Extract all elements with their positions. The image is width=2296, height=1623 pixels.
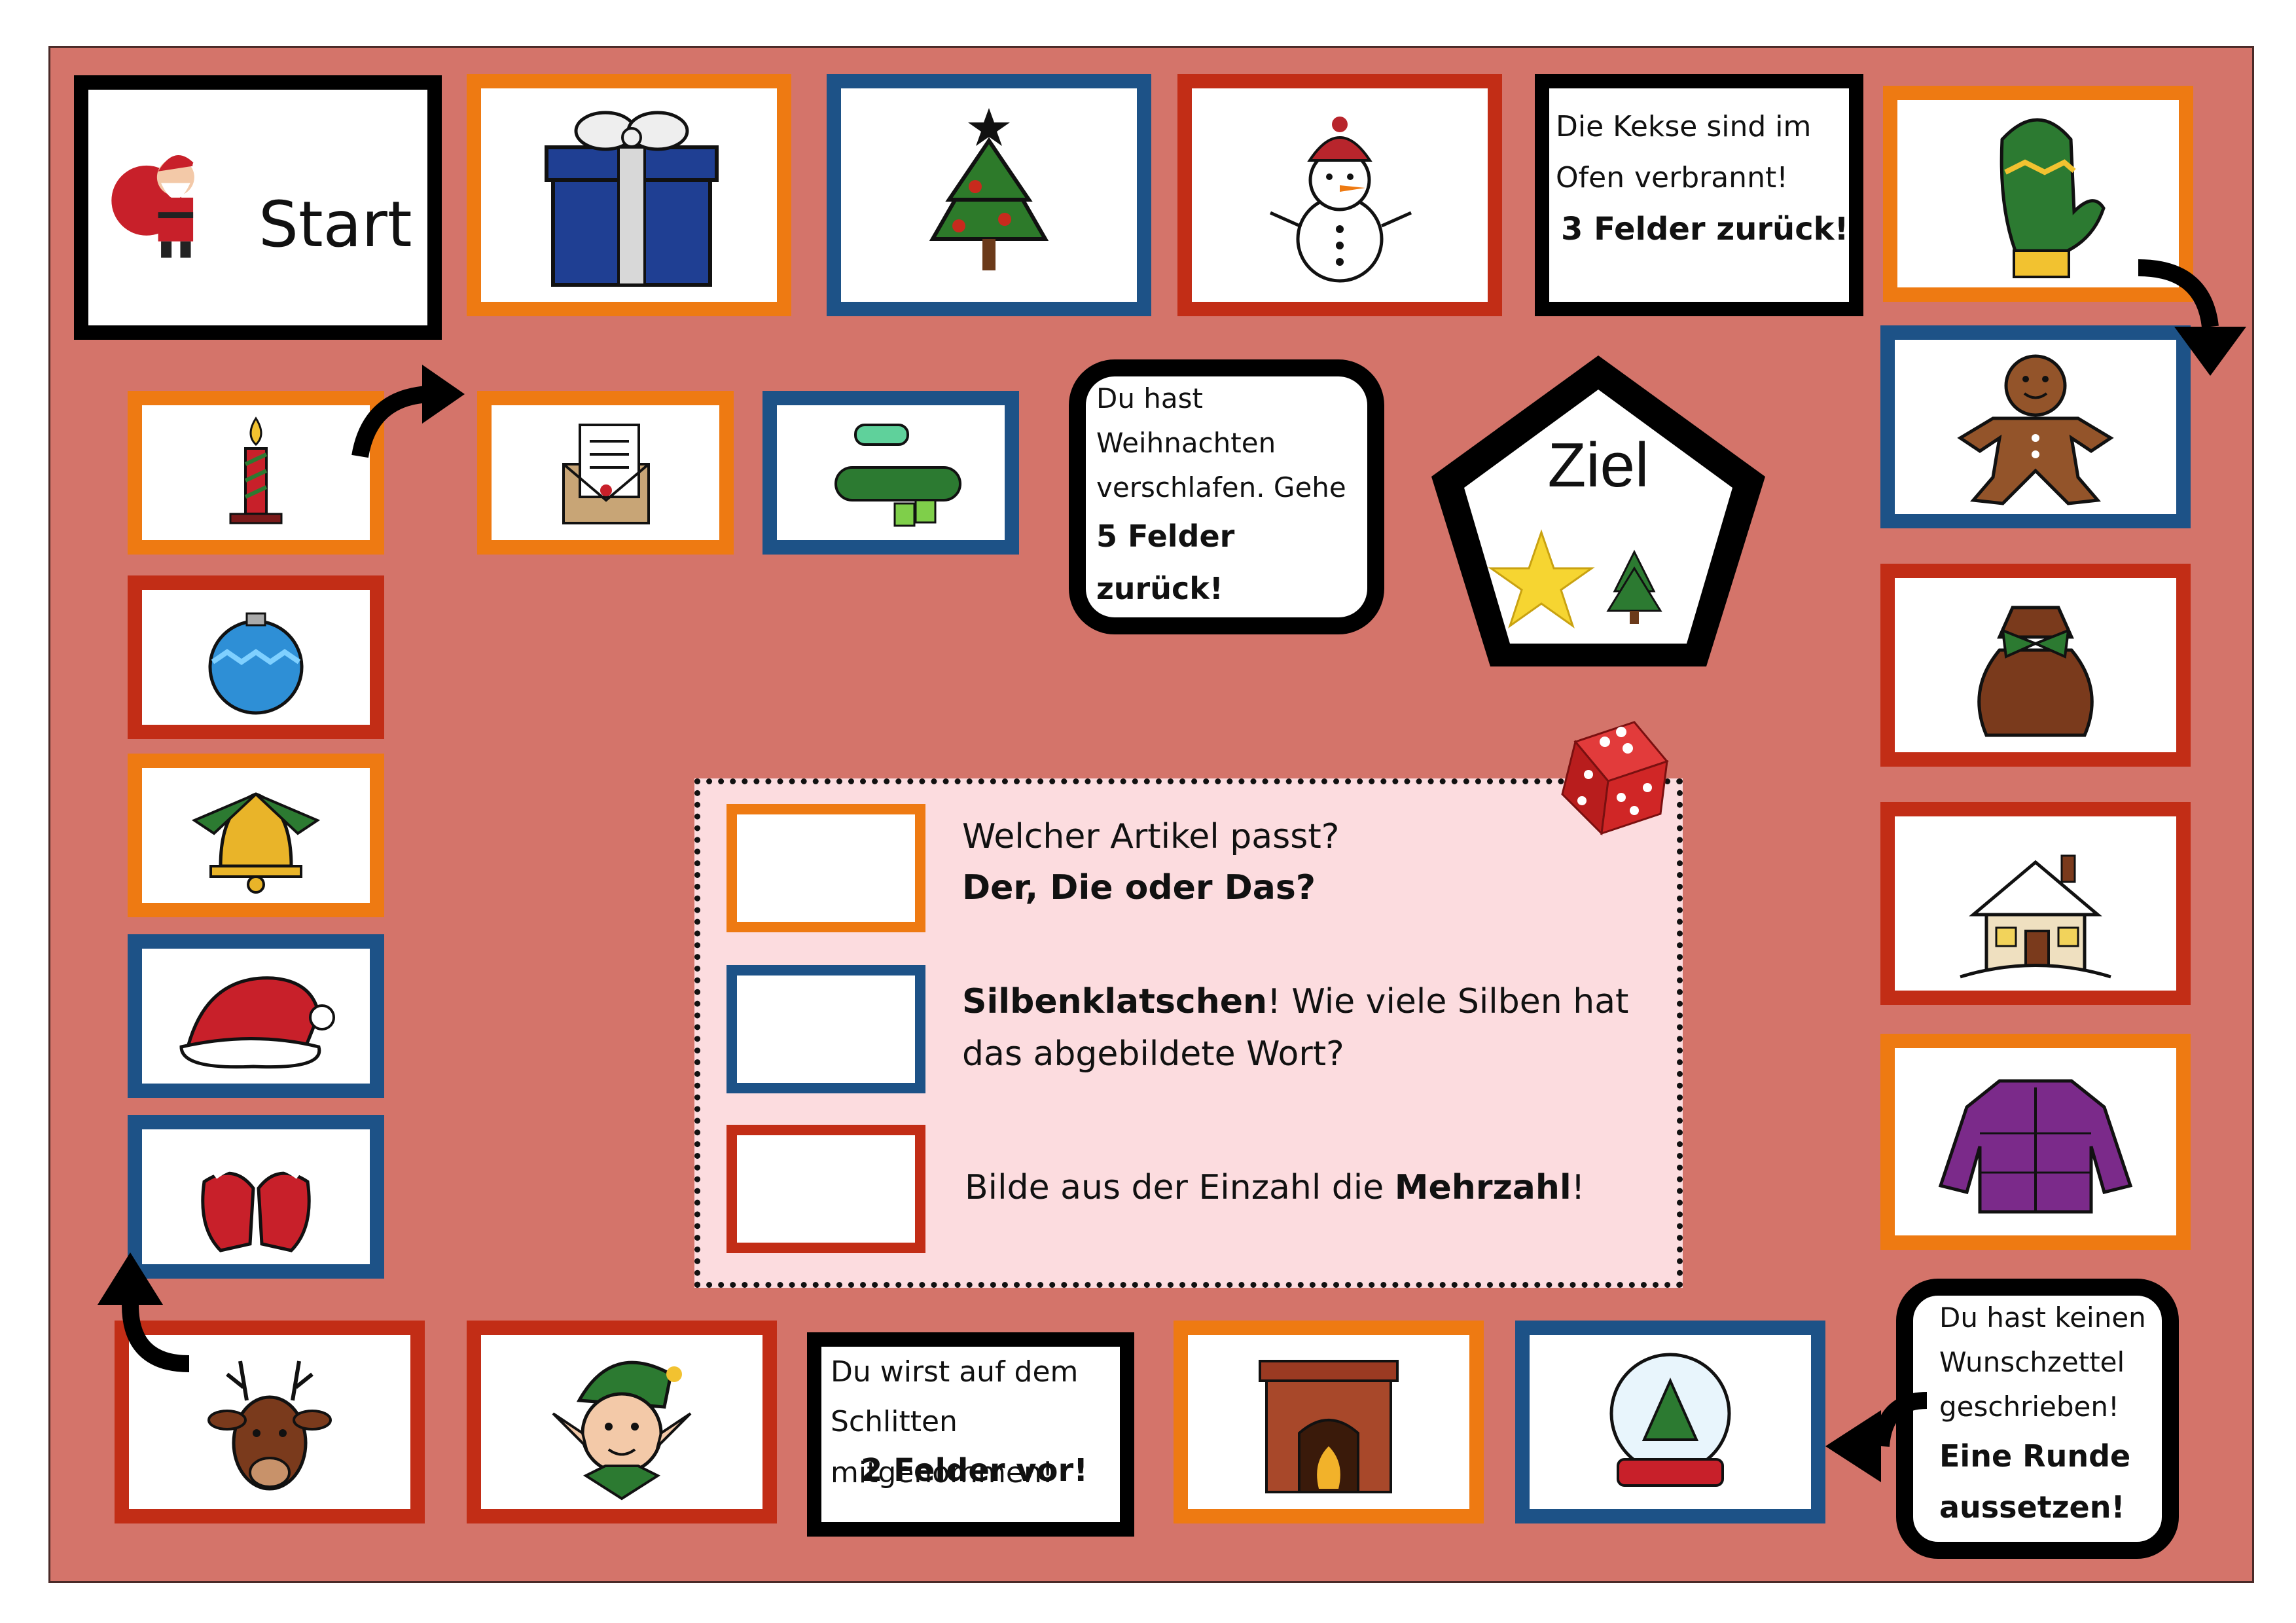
arrow-right-curve-top: [351, 365, 465, 458]
tile-sack[interactable]: [1880, 564, 2191, 767]
letter-icon: [562, 424, 650, 524]
rule-blue-rest: ! Wie viele Silben hat: [1267, 982, 1629, 1021]
rule-blue-line1: Silbenklatschen! Wie viele Silben hat: [962, 976, 1628, 1028]
tile-gingerbread[interactable]: [1880, 325, 2191, 528]
penalty-wishlist-line3: geschrieben!: [1939, 1391, 2119, 1423]
tile-jacket[interactable]: [1880, 1034, 2191, 1250]
legend-box-red: [726, 1125, 925, 1253]
fireplace-icon: [1259, 1360, 1399, 1493]
tile-mitten[interactable]: [1883, 86, 2193, 302]
rule-red-bold: Mehrzahl: [1394, 1168, 1571, 1207]
penalty-wishlist-line2: Wunschzettel: [1939, 1346, 2125, 1378]
arrow-down-curve-right: [2138, 259, 2246, 376]
rule-orange-line2: Der, Die oder Das?: [962, 868, 1316, 907]
rule-red-end: !: [1571, 1168, 1585, 1207]
penalty-wishlist-line4: Eine Runde: [1939, 1438, 2131, 1474]
star-icon: [1488, 529, 1595, 629]
sack-icon: [1977, 606, 2094, 737]
tile-penalty-overslept[interactable]: Du hast Weihnachten verschlafen. Gehe 5 …: [1069, 359, 1384, 634]
legend-box-orange: [726, 804, 925, 932]
tile-letter[interactable]: [477, 391, 734, 555]
gingerbread-icon: [1957, 354, 2114, 505]
elf-icon: [552, 1360, 692, 1501]
gift-icon: [545, 111, 719, 287]
rule-red-plain: Bilde aus der Einzahl die: [965, 1168, 1395, 1207]
bonus-sled-line2: Schlitten mitgenommen!: [831, 1405, 1054, 1489]
penalty-overslept-line3: verschlafen. Gehe: [1096, 471, 1346, 503]
tile-penalty-wishlist[interactable]: Du hast keinen Wunschzettel geschrieben!…: [1896, 1279, 2179, 1559]
tile-bonus-sled[interactable]: Du wirst auf dem Schlitten mitgenommen! …: [807, 1332, 1134, 1537]
bell-icon: [191, 792, 321, 894]
penalty-oven-line3: 3 Felder zurück!: [1561, 211, 1849, 247]
rule-blue-bold: Silbenklatschen: [962, 982, 1268, 1021]
snowboard-icon: [834, 424, 961, 527]
snow-globe-icon: [1609, 1353, 1731, 1487]
start-label: Start: [259, 188, 412, 261]
snowman-icon: [1269, 117, 1412, 283]
tile-penalty-oven[interactable]: Die Kekse sind im Ofen verbrannt! 3 Feld…: [1535, 74, 1863, 316]
tile-bauble[interactable]: [128, 575, 384, 739]
rule-red-line: Bilde aus der Einzahl die Mehrzahl!: [965, 1161, 1585, 1214]
tile-gift[interactable]: [467, 74, 791, 316]
rule-orange-line1: Welcher Artikel passt?: [962, 817, 1340, 856]
santa-hat-icon: [179, 976, 335, 1069]
tile-christmas-tree[interactable]: [827, 74, 1151, 316]
rule-blue-line2: das abgebildete Wort?: [962, 1034, 1344, 1074]
tile-reindeer[interactable]: [115, 1321, 425, 1523]
bonus-sled-line3: 2 Felder vor!: [861, 1452, 1088, 1489]
tile-mittens[interactable]: [128, 1115, 384, 1279]
mittens-icon: [201, 1161, 311, 1252]
mitten-icon: [2000, 118, 2106, 278]
arrow-up-curve-left: [98, 1252, 190, 1372]
penalty-overslept-line1: Du hast: [1096, 382, 1204, 414]
santa-icon: [111, 155, 204, 258]
arrow-left-curve-bottom: [1825, 1392, 1928, 1482]
penalty-wishlist-line1: Du hast keinen: [1939, 1302, 2146, 1334]
goal-label: Ziel: [1548, 430, 1649, 500]
tile-elf[interactable]: [467, 1321, 777, 1523]
tile-bell[interactable]: [128, 754, 384, 917]
tile-snow-house[interactable]: [1880, 802, 2191, 1005]
tile-snowman[interactable]: [1177, 74, 1502, 316]
christmas-tree-icon: [929, 108, 1049, 270]
candle-icon: [229, 416, 283, 524]
bonus-sled-line1: Du wirst auf dem: [831, 1355, 1079, 1389]
tile-snowboard[interactable]: [762, 391, 1019, 555]
snowy-tree-icon: [1606, 549, 1662, 624]
legend-box-blue: [726, 965, 925, 1093]
dice-icon[interactable]: [1549, 709, 1680, 840]
tile-candle[interactable]: [128, 391, 384, 555]
bauble-icon: [208, 612, 304, 715]
penalty-overslept-line4: 5 Felder zurück!: [1096, 519, 1235, 606]
tile-santa-hat[interactable]: [128, 934, 384, 1098]
start-tile[interactable]: Start: [74, 75, 442, 340]
tile-snow-globe[interactable]: [1515, 1321, 1825, 1523]
penalty-overslept-line2: Weihnachten: [1096, 427, 1276, 459]
goal-pentagon[interactable]: Ziel: [1412, 336, 1785, 676]
penalty-oven-line1: Die Kekse sind im Ofen: [1556, 110, 1812, 194]
snow-house-icon: [1960, 854, 2111, 979]
tile-fireplace[interactable]: [1174, 1321, 1484, 1523]
reindeer-icon: [207, 1360, 332, 1491]
jacket-icon: [1938, 1079, 2133, 1214]
penalty-oven-line2: verbrannt!: [1634, 161, 1788, 194]
game-board: Start: [48, 46, 2254, 1583]
penalty-wishlist-line5: aussetzen!: [1939, 1489, 2125, 1525]
rules-panel: Welcher Artikel passt? Der, Die oder Das…: [694, 778, 1683, 1288]
